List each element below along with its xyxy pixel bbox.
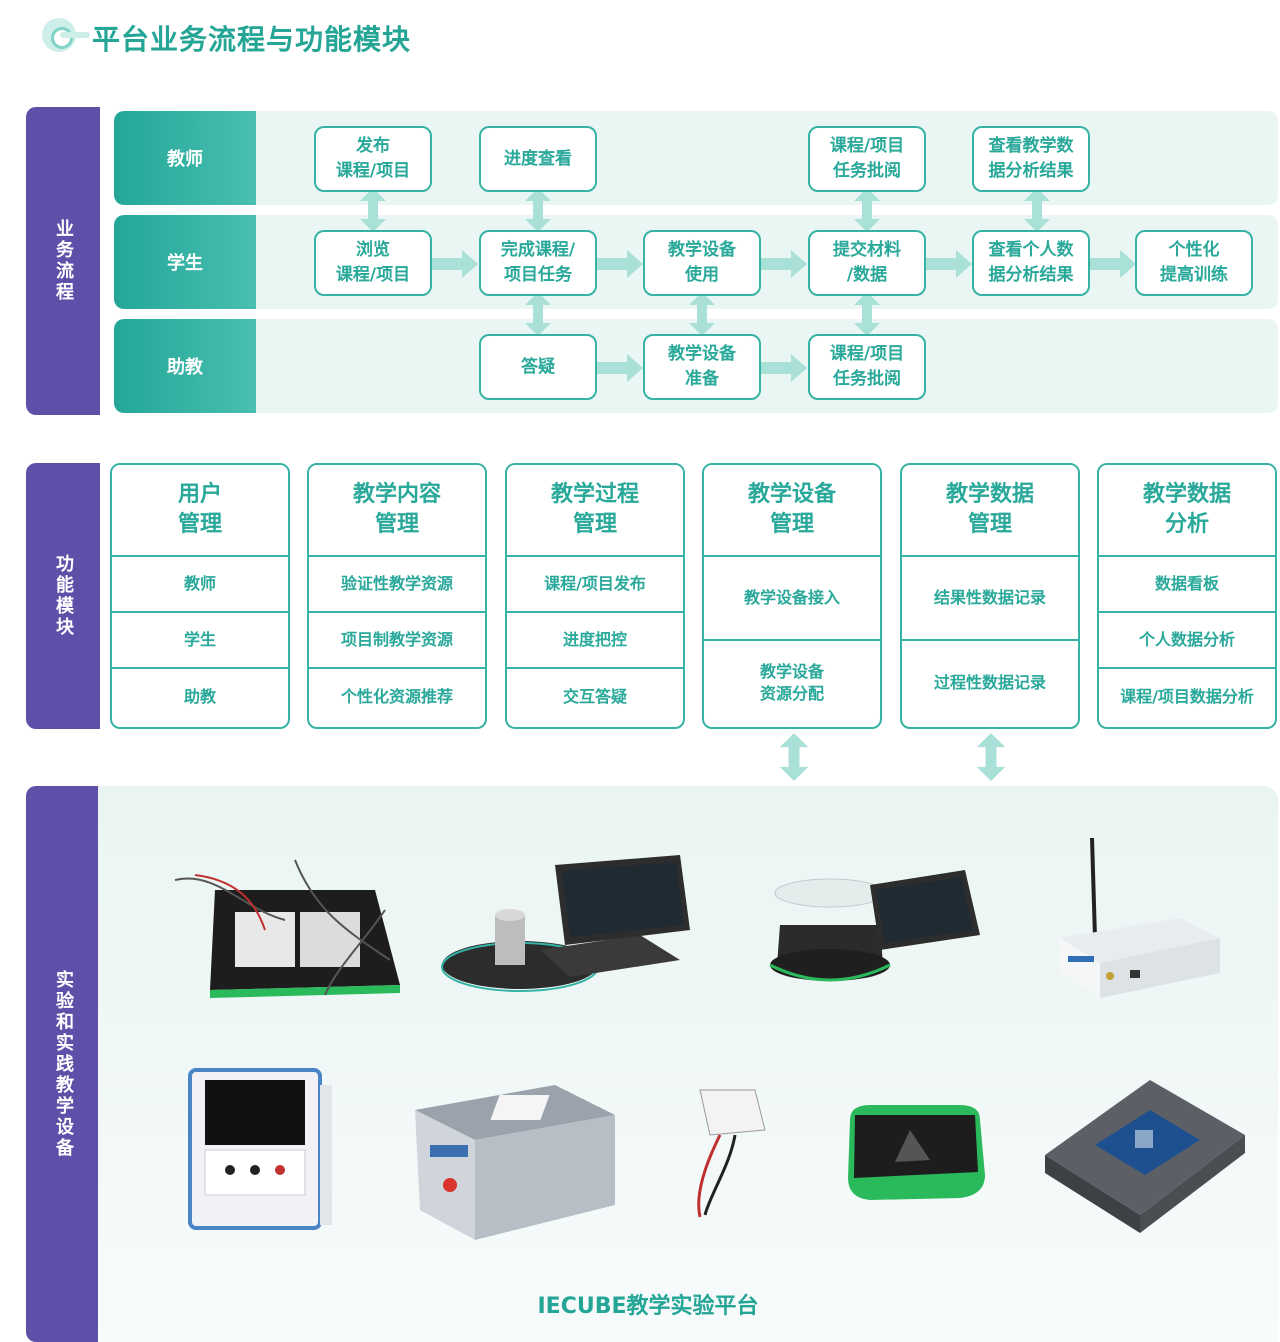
robot-tablet-image (769, 870, 980, 982)
arrow-right-icon (597, 354, 643, 382)
flow-node-assistant-review: 课程/项目 任务批阅 (808, 334, 926, 400)
module-title: 教学过程 管理 (507, 465, 683, 557)
title-decoration (60, 32, 90, 38)
module-item: 课程/项目数据分析 (1120, 687, 1254, 706)
module-title: 教学设备 管理 (704, 465, 880, 557)
lab-cabinet-image (188, 1068, 332, 1230)
module-data-analysis: 教学数据 分析 数据看板 个人数据分析 课程/项目数据分析 (1097, 463, 1277, 729)
module-item: 教师 (112, 557, 288, 613)
lane-head-assistant: 助教 (114, 319, 256, 413)
arrow-right-icon (761, 354, 807, 382)
module-item: 教学设备接入 (704, 557, 880, 641)
compact-module-image (848, 1105, 985, 1200)
flow-node-complete-task: 完成课程/ 项目任务 (479, 230, 597, 296)
breadboard-kit-image (175, 859, 400, 998)
flow-node-teacher-review: 课程/项目 任务批阅 (808, 126, 926, 192)
flow-node-view-personal-analysis: 查看个人数 据分析结果 (972, 230, 1090, 296)
module-equipment-management: 教学设备 管理 教学设备接入 教学设备 资源分配 (702, 463, 882, 729)
flow-node-prepare-equipment: 教学设备 准备 (643, 334, 761, 400)
flow-node-use-equipment: 教学设备 使用 (643, 230, 761, 296)
lane-head-student: 学生 (114, 215, 256, 309)
module-item: 课程/项目发布 (507, 557, 683, 613)
module-item: 过程性数据记录 (933, 673, 1046, 692)
equipment-panel (98, 786, 1278, 1342)
arrow-right-icon (432, 250, 478, 278)
module-title: 教学数据 管理 (902, 465, 1078, 557)
double-arrow-vertical (854, 188, 880, 232)
double-arrow-vertical (854, 292, 880, 336)
module-item: 助教 (183, 687, 216, 706)
double-arrow-vertical (976, 733, 1006, 781)
section-label-equipment: 实验和实践教学设备 (26, 786, 100, 1342)
module-item: 项目制教学资源 (309, 613, 485, 669)
module-title: 教学数据 分析 (1099, 465, 1275, 557)
portable-trainer-image (415, 1085, 615, 1240)
flow-node-browse-course: 浏览 课程/项目 (314, 230, 432, 296)
double-arrow-vertical (525, 188, 551, 232)
platform-label: IECUBE教学实验平台 (537, 1294, 759, 1319)
flow-node-view-teaching-analysis: 查看教学数 据分析结果 (972, 126, 1090, 192)
lane-head-teacher: 教师 (114, 111, 256, 205)
module-item: 进度把控 (507, 613, 683, 669)
double-arrow-vertical (779, 733, 809, 781)
module-user-management: 用户 管理 教师 学生 助教 (110, 463, 290, 729)
flow-node-personal-training: 个性化 提高训练 (1135, 230, 1253, 296)
data-acquisition-image (1045, 1080, 1245, 1233)
module-item: 个人数据分析 (1099, 613, 1275, 669)
module-item: 交互答疑 (562, 687, 627, 706)
double-arrow-vertical (689, 292, 715, 336)
module-process-management: 教学过程 管理 课程/项目发布 进度把控 交互答疑 (505, 463, 685, 729)
motor-rig-tablet-image (441, 855, 690, 992)
module-item: 学生 (112, 613, 288, 669)
arrow-right-icon (761, 250, 807, 278)
module-item: 验证性教学资源 (309, 557, 485, 613)
module-title: 教学内容 管理 (309, 465, 485, 557)
module-content-management: 教学内容 管理 验证性教学资源 项目制教学资源 个性化资源推荐 (307, 463, 487, 729)
lane-teacher (114, 111, 1278, 205)
current-probe-image (697, 1089, 766, 1218)
radio-device-image (1060, 838, 1220, 998)
module-item: 结果性数据记录 (902, 557, 1078, 641)
arrow-right-icon (1090, 250, 1136, 278)
section-label-flow: 业务流程 (26, 107, 100, 415)
double-arrow-vertical (1024, 188, 1050, 232)
module-item: 个性化资源推荐 (340, 687, 453, 706)
flow-node-publish-course: 发布 课程/项目 (314, 126, 432, 192)
flow-node-progress-view: 进度查看 (479, 126, 597, 192)
flow-node-answer-questions: 答疑 (479, 334, 597, 400)
module-item: 教学设备 资源分配 (759, 662, 824, 703)
arrow-right-icon (926, 250, 972, 278)
double-arrow-vertical (525, 292, 551, 336)
page-title: 平台业务流程与功能模块 (92, 23, 412, 56)
module-item: 数据看板 (1099, 557, 1275, 613)
flow-node-submit-data: 提交材料 /数据 (808, 230, 926, 296)
module-data-management: 教学数据 管理 结果性数据记录 过程性数据记录 (900, 463, 1080, 729)
double-arrow-vertical (360, 188, 386, 232)
section-label-modules: 功能模块 (26, 463, 100, 729)
arrow-right-icon (597, 250, 643, 278)
module-title: 用户 管理 (112, 465, 288, 557)
